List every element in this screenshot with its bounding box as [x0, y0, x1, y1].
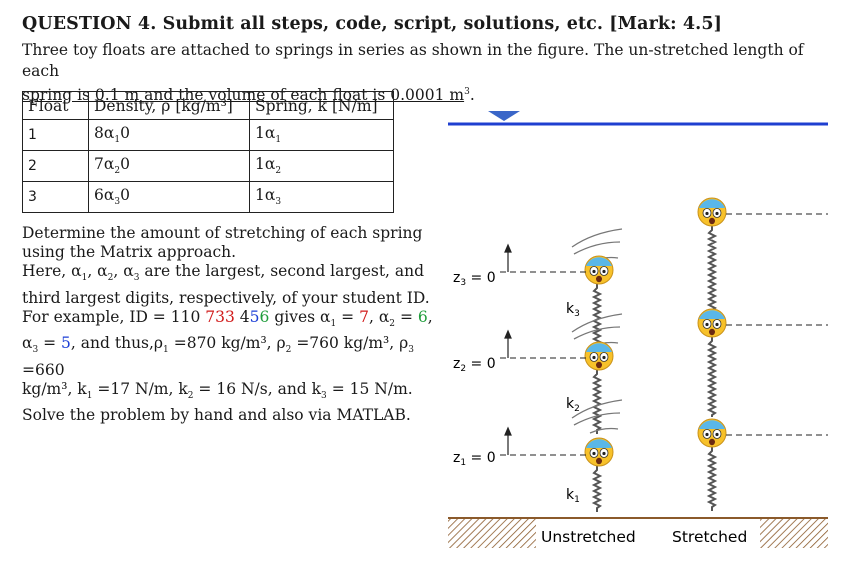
here-text: Here, α1, α2, α3 are the largest, second…: [22, 262, 430, 307]
header-density: Density, ρ [kg/m³]: [88, 91, 250, 120]
float-2-unstretched-icon: [584, 341, 614, 371]
ground-hatch-left: [448, 518, 536, 548]
example-text: For example, ID = 110 733 456 gives α1 =…: [22, 307, 433, 379]
question-title: QUESTION 4. Submit all steps, code, scri…: [22, 14, 722, 34]
z-arrows: [504, 243, 512, 455]
float-1-stretched-icon: [697, 418, 727, 448]
k2-label: k2: [566, 396, 580, 414]
header-float: Float: [22, 91, 89, 120]
solve-text: Solve the problem by hand and also via M…: [22, 406, 411, 424]
k1-label: k1: [566, 487, 580, 505]
float-properties-table: Float Density, ρ [kg/m³] Spring, k [N/m]…: [22, 91, 394, 213]
intro-line-1: Three toy floats are attached to springs…: [22, 41, 804, 80]
k-values-text: kg/m³, k1 =17 N/m, k2 = 16 N/s, and k3 =…: [22, 379, 413, 401]
table-header-row: Float Density, ρ [kg/m³] Spring, k [N/m]: [22, 91, 394, 120]
table-row: 2 7α20 1α2: [22, 150, 394, 182]
float-1-unstretched-icon: [584, 437, 614, 467]
water-level-icon: [488, 111, 520, 121]
stretched-label: Stretched: [672, 528, 747, 546]
z1-label: z1 = 0: [453, 450, 496, 468]
table-row: 1 8α10 1α1: [22, 119, 394, 151]
k3-label: k3: [566, 301, 580, 319]
float-2-stretched-icon: [697, 308, 727, 338]
question-body: Determine the amount of stretching of ea…: [22, 224, 442, 425]
z2-label: z2 = 0: [453, 356, 496, 374]
stretched-springs: [706, 226, 718, 511]
header-spring: Spring, k [N/m]: [249, 91, 394, 120]
float-3-stretched-icon: [697, 197, 727, 227]
table-row: 3 6α30 1α3: [22, 181, 394, 213]
ground-hatch-right: [760, 518, 828, 548]
determine-text: Determine the amount of stretching of ea…: [22, 224, 423, 262]
z3-label: z3 = 0: [453, 270, 496, 288]
level-lines: [500, 213, 828, 456]
unstretched-label: Unstretched: [541, 528, 636, 546]
unstretched-springs: [591, 284, 603, 512]
springs-figure: z3 = 0 z2 = 0 z1 = 0 k3 k2 k1 Unstretche…: [448, 111, 828, 548]
float-3-unstretched-icon: [584, 255, 614, 285]
